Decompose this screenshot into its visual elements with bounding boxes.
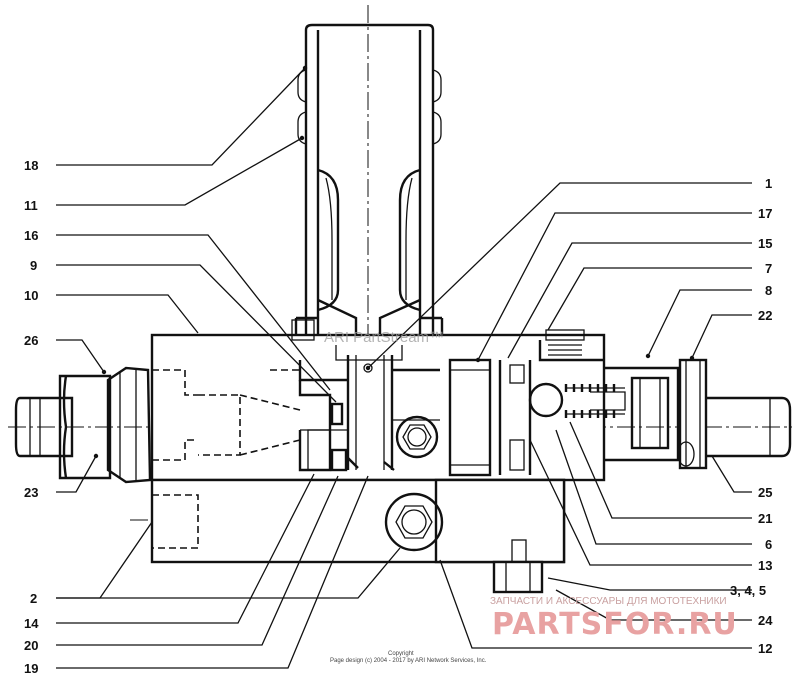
part-label-13: 13 — [758, 558, 772, 573]
partsfor-watermark-subtitle: ЗАПЧАСТИ И АКСЕССУАРЫ ДЛЯ МОТОТЕХНИКИ — [490, 596, 727, 607]
part-label-26: 26 — [24, 333, 38, 348]
leader-lines — [56, 67, 752, 669]
part-label-9: 9 — [30, 258, 37, 273]
left-fitting — [14, 366, 152, 484]
part-label-22: 22 — [758, 308, 772, 323]
copyright-line-2: Page design (c) 2004 - 2017 by ARI Netwo… — [330, 658, 487, 664]
part-label-12: 12 — [758, 641, 772, 656]
partsfor-watermark-brand: PARTSFOR.RU — [492, 607, 738, 642]
part-label-6: 6 — [765, 537, 772, 552]
lower-hex-plug — [384, 492, 444, 552]
right-fitting — [604, 358, 792, 470]
copyright-line-1: Copyright — [388, 651, 414, 657]
relief-spring — [528, 382, 626, 418]
part-label-2: 2 — [30, 591, 37, 606]
part-label-8: 8 — [765, 283, 772, 298]
part-label-24: 24 — [758, 613, 773, 628]
part-label-17: 17 — [758, 206, 772, 221]
part-label-25: 25 — [758, 485, 772, 500]
part-label-14: 14 — [24, 616, 39, 631]
part-label-11: 11 — [24, 198, 38, 213]
part-label-19: 19 — [24, 661, 38, 676]
part-label-3-4-5: 3, 4, 5 — [730, 583, 766, 598]
seals — [291, 319, 395, 472]
ari-watermark: ARI PartStream™ — [324, 329, 444, 346]
part-label-18: 18 — [24, 158, 38, 173]
part-label-16: 16 — [24, 228, 38, 243]
left-hidden-lines — [152, 369, 301, 549]
valve-body — [150, 329, 606, 564]
upper-hex-plug — [395, 415, 439, 459]
inlet-tube — [294, 23, 444, 347]
part-label-15: 15 — [758, 236, 772, 251]
part-label-20: 20 — [24, 638, 38, 653]
part-label-10: 10 — [24, 288, 38, 303]
part-label-23: 23 — [24, 485, 38, 500]
part-label-7: 7 — [765, 261, 772, 276]
part-label-1: 1 — [765, 176, 772, 191]
bottom-hex-nut — [492, 539, 544, 594]
leader-arrowheads — [93, 65, 695, 459]
part-label-21: 21 — [758, 511, 772, 526]
